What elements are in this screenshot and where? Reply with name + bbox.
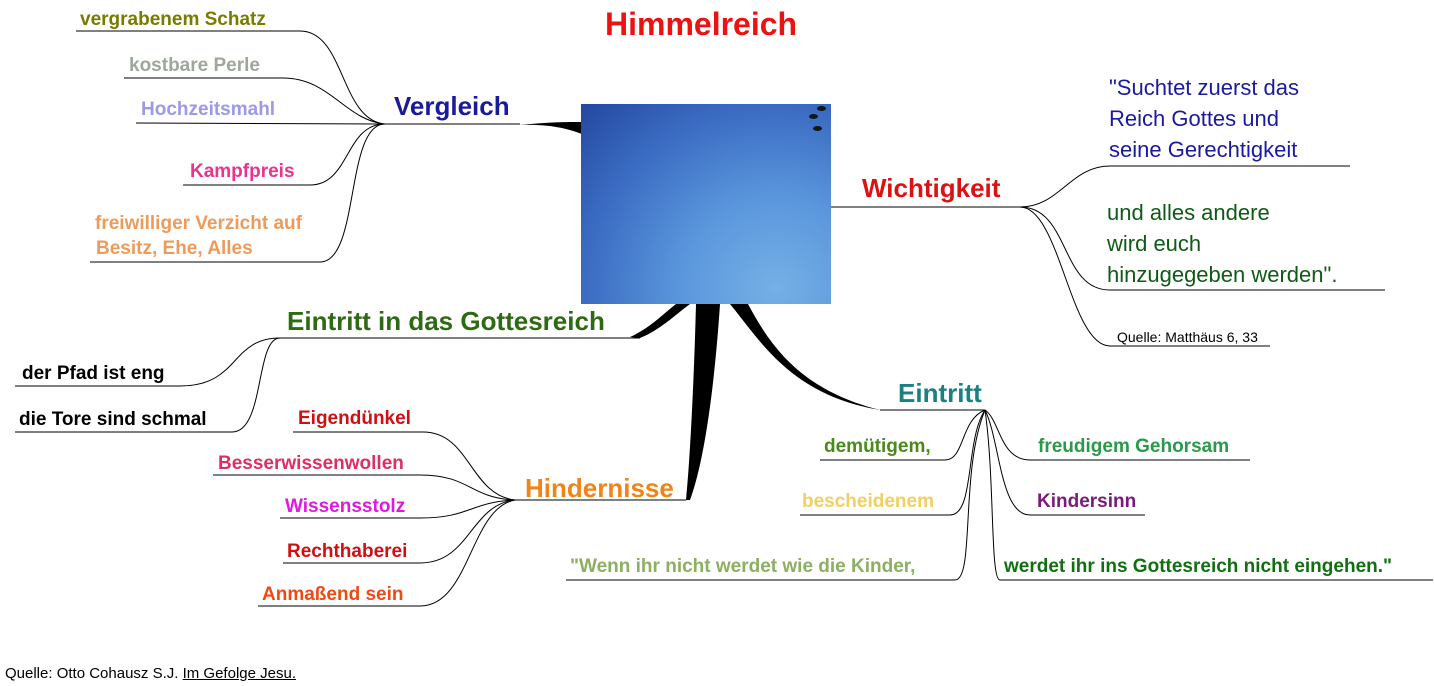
branch-eintritt-gottesreich: Eintritt in das Gottesreich bbox=[287, 306, 605, 336]
sky-photo bbox=[581, 104, 831, 304]
item-verzicht-line1: freiwilliger Verzicht auf bbox=[95, 213, 302, 234]
answer-line3: hinzugegeben werden". bbox=[1107, 262, 1338, 287]
footer-source: Quelle: Otto Cohausz S.J. Im Gefolge Jes… bbox=[5, 665, 296, 682]
answer-line1: und alles andere bbox=[1107, 200, 1270, 225]
answer-line2: wird euch bbox=[1107, 231, 1202, 256]
item-vergrabenem-schatz: vergrabenem Schatz bbox=[80, 9, 266, 30]
item-verzicht-line2: Besitz, Ehe, Alles bbox=[96, 238, 253, 259]
quote-line3: seine Gerechtigkeit bbox=[1109, 137, 1298, 162]
branch-vergleich: Vergleich bbox=[394, 91, 510, 121]
source-matthaeus: Quelle: Matthäus 6, 33 bbox=[1117, 329, 1258, 345]
leaf-icon bbox=[817, 106, 826, 111]
item-kindersinn: Kindersinn bbox=[1037, 491, 1137, 512]
footer-book-title: Im Gefolge Jesu. bbox=[182, 665, 296, 682]
item-kampfpreis: Kampfpreis bbox=[190, 161, 295, 182]
item-wissensstolz: Wissensstolz bbox=[285, 496, 406, 517]
item-tore-schmal: die Tore sind schmal bbox=[19, 409, 207, 430]
branch-eintritt: Eintritt bbox=[898, 378, 982, 408]
item-eigenduenkel: Eigendünkel bbox=[298, 408, 411, 429]
leaf-icon bbox=[809, 114, 818, 119]
item-kostbare-perle: kostbare Perle bbox=[129, 55, 260, 76]
leaf-icon bbox=[813, 126, 822, 131]
footer-source-prefix: Quelle: Otto Cohausz S.J. bbox=[5, 665, 183, 682]
item-rechthaberei: Rechthaberei bbox=[287, 541, 408, 562]
item-besserwissenwollen: Besserwissenwollen bbox=[218, 453, 404, 474]
item-freudigem-gehorsam: freudigem Gehorsam bbox=[1038, 436, 1230, 457]
branch-hindernisse: Hindernisse bbox=[525, 473, 674, 503]
branch-wichtigkeit: Wichtigkeit bbox=[862, 173, 1001, 203]
page-title: Himmelreich bbox=[605, 6, 798, 42]
item-anmassend-sein: Anmaßend sein bbox=[262, 584, 404, 605]
item-demuetigem: demütigem, bbox=[824, 436, 931, 457]
item-pfad-eng: der Pfad ist eng bbox=[22, 363, 165, 384]
quote-line1: "Suchtet zuerst das bbox=[1109, 75, 1300, 100]
item-hochzeitsmahl: Hochzeitsmahl bbox=[141, 99, 276, 120]
item-bescheidenem: bescheidenem bbox=[802, 491, 934, 512]
quote-line2: Reich Gottes und bbox=[1109, 106, 1279, 131]
quote-wenn-kinder: "Wenn ihr nicht werdet wie die Kinder, bbox=[570, 556, 916, 577]
quote-werdet-eingehen: werdet ihr ins Gottesreich nicht eingehe… bbox=[1004, 556, 1393, 577]
